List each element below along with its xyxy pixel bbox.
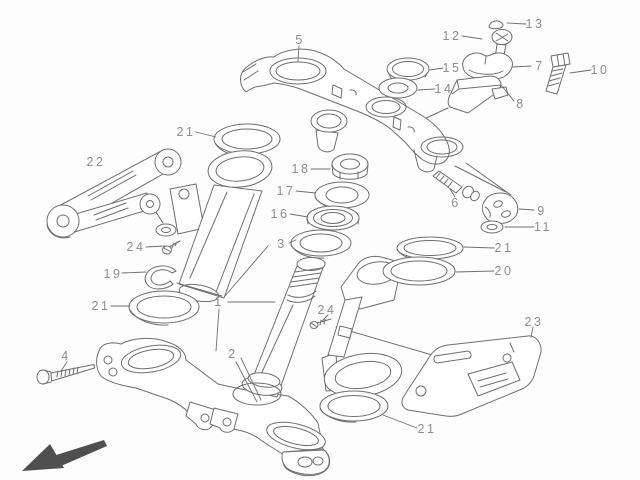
- direction-arrow: [22, 440, 107, 471]
- callout-label-12: 12: [443, 29, 462, 43]
- leader-line-15: [429, 67, 444, 71]
- callout-label-11: 11: [534, 220, 552, 234]
- leader-line-14: [417, 88, 436, 91]
- leader-line-24a: [145, 245, 166, 248]
- callout-label-8: 8: [516, 97, 525, 111]
- leader-line-7: [511, 65, 532, 68]
- part-7-handlebar-holder: [462, 52, 513, 80]
- center-stem-hole: [365, 96, 407, 118]
- callout-label-24a: 24: [127, 240, 146, 254]
- callout-label-7: 7: [535, 59, 544, 73]
- part-4-bolt: [36, 364, 95, 385]
- callout-label-17: 17: [277, 184, 296, 198]
- leader-line-16: [289, 213, 309, 218]
- leader-line-10: [569, 69, 592, 74]
- leader-line-19: [121, 271, 147, 274]
- leader-line-20: [455, 270, 495, 273]
- callout-label-13: 13: [526, 17, 545, 31]
- callout-label-18: 18: [292, 162, 311, 176]
- leader-line-4: [60, 361, 68, 372]
- leader-line-21c: [463, 246, 495, 249]
- part-15-head-cap: [386, 57, 430, 81]
- callout-label-16: 16: [271, 207, 290, 221]
- part-19-ring: [144, 265, 177, 290]
- part-18-stem-nut: [331, 153, 369, 180]
- part-13-cap: [488, 20, 504, 30]
- callout-label-21c: 21: [495, 241, 514, 255]
- part-11-washer: [480, 220, 504, 234]
- leader-line-12: [461, 35, 483, 40]
- part-22-mount-plate: [155, 183, 205, 237]
- leader-line-2: [235, 361, 258, 403]
- leader-line-1: [224, 245, 269, 297]
- leader-line-8: [500, 84, 515, 102]
- part-20-ring: [382, 256, 456, 286]
- callout-label-19: 19: [104, 267, 123, 281]
- callout-label-23: 23: [525, 315, 544, 329]
- part-1-steering-stem-tube: [232, 257, 326, 406]
- leader-line-23: [530, 326, 534, 338]
- callout-label-4: 4: [61, 349, 70, 363]
- stem-boss-ring: [232, 382, 282, 406]
- part-17-dust-seal: [314, 181, 370, 210]
- front-boss-hole: [310, 109, 348, 133]
- part-9-bracket-plate: [481, 192, 519, 224]
- part-23-bracket-plate: [401, 335, 542, 417]
- callout-label-14: 14: [435, 82, 454, 96]
- callout-label-9: 9: [537, 204, 546, 218]
- leader-line-9: [518, 208, 535, 211]
- part-10-bolt: [545, 52, 571, 95]
- leader-line-21d: [382, 414, 418, 429]
- part-24a-screw: [162, 240, 181, 255]
- part-5-upper-triple-clamp: [240, 48, 464, 173]
- leader-line-1: [215, 308, 220, 352]
- leader-line-13: [506, 22, 527, 25]
- part-left-headlamp-bracket: [176, 150, 273, 303]
- leader-line-5: [297, 45, 300, 62]
- leader-line-24b: [321, 314, 329, 322]
- part-8-holder-bracket: [447, 75, 509, 114]
- callout-label-21a: 21: [177, 125, 196, 139]
- callout-label-10: 10: [591, 63, 610, 77]
- callout-label-15: 15: [443, 61, 462, 75]
- part-1-lower-triple-clamp: [96, 337, 331, 477]
- leader-line-2: [240, 357, 262, 401]
- part-24b-screw: [309, 318, 332, 329]
- part-3-bearing-race: [290, 229, 352, 259]
- part-21d-ring: [319, 390, 389, 423]
- callout-label-21b: 21: [92, 299, 111, 313]
- callout-leader-lines: [60, 22, 592, 429]
- part-14-washer: [378, 77, 418, 99]
- callout-label-3: 3: [277, 237, 286, 251]
- callout-label-21d: 21: [418, 422, 437, 436]
- callout-label-24b: 24: [318, 303, 337, 317]
- callout-label-2: 2: [228, 347, 237, 361]
- right-fork-eye: [420, 136, 464, 158]
- callout-label-22: 22: [87, 155, 106, 169]
- leader-line-3: [288, 239, 297, 244]
- part-6-bolt: [432, 170, 480, 202]
- leader-line-21a: [195, 131, 217, 138]
- part-22-bracket: [46, 148, 182, 239]
- art-layer: [22, 20, 571, 477]
- callout-label-6: 6: [451, 196, 460, 210]
- callout-label-5: 5: [295, 33, 304, 47]
- leader-line-17: [295, 190, 317, 194]
- callout-label-1: 1: [214, 295, 223, 309]
- callout-label-20: 20: [495, 264, 514, 278]
- leader-line-6: [449, 188, 456, 198]
- part-21b-ring: [128, 290, 200, 326]
- part-16-bearing: [306, 205, 360, 231]
